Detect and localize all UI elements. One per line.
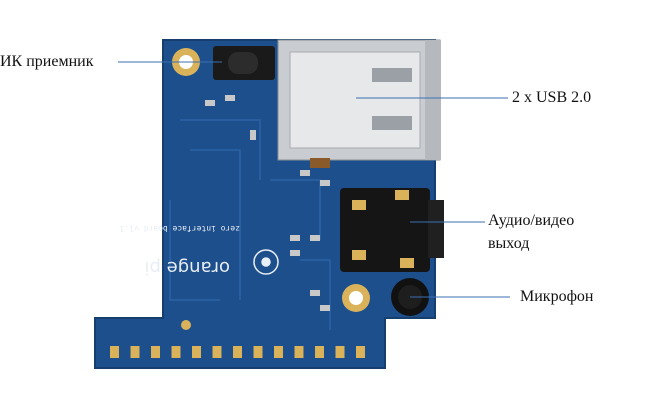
header-pin — [110, 346, 119, 358]
header-pin — [274, 346, 283, 358]
header-pin — [233, 346, 242, 358]
header-pin — [171, 346, 181, 358]
label-audio-video-line1: Аудио/видео — [488, 212, 575, 229]
label-audio-video-line2: выход — [488, 235, 530, 252]
header-pin — [335, 346, 345, 358]
smd-components — [205, 95, 330, 311]
header-pin — [192, 346, 201, 358]
label-ir-receiver: ИК приемник — [0, 53, 94, 70]
usb-connector — [277, 39, 441, 168]
header-pin — [356, 346, 365, 358]
pad — [181, 320, 191, 330]
ir-receiver — [213, 46, 275, 80]
label-audio-video: Аудио/видео выход — [488, 211, 574, 254]
header-pin — [130, 346, 140, 358]
label-usb: 2 x USB 2.0 — [512, 89, 592, 106]
pin-header — [110, 346, 365, 358]
board-model-silkscreen: zero interface board v1.1 — [119, 224, 240, 233]
header-pin — [212, 346, 222, 358]
header-pin — [253, 346, 263, 358]
board-brand-silkscreen: orange pi — [145, 257, 231, 278]
orange-pi-logo — [253, 249, 279, 275]
header-pin — [151, 346, 160, 358]
audio-video-jack — [340, 188, 444, 272]
mounting-hole — [342, 284, 370, 312]
leader-lines — [118, 61, 510, 298]
header-pin — [315, 346, 324, 358]
label-microphone: Микрофон — [520, 288, 594, 305]
header-pin — [294, 346, 304, 358]
